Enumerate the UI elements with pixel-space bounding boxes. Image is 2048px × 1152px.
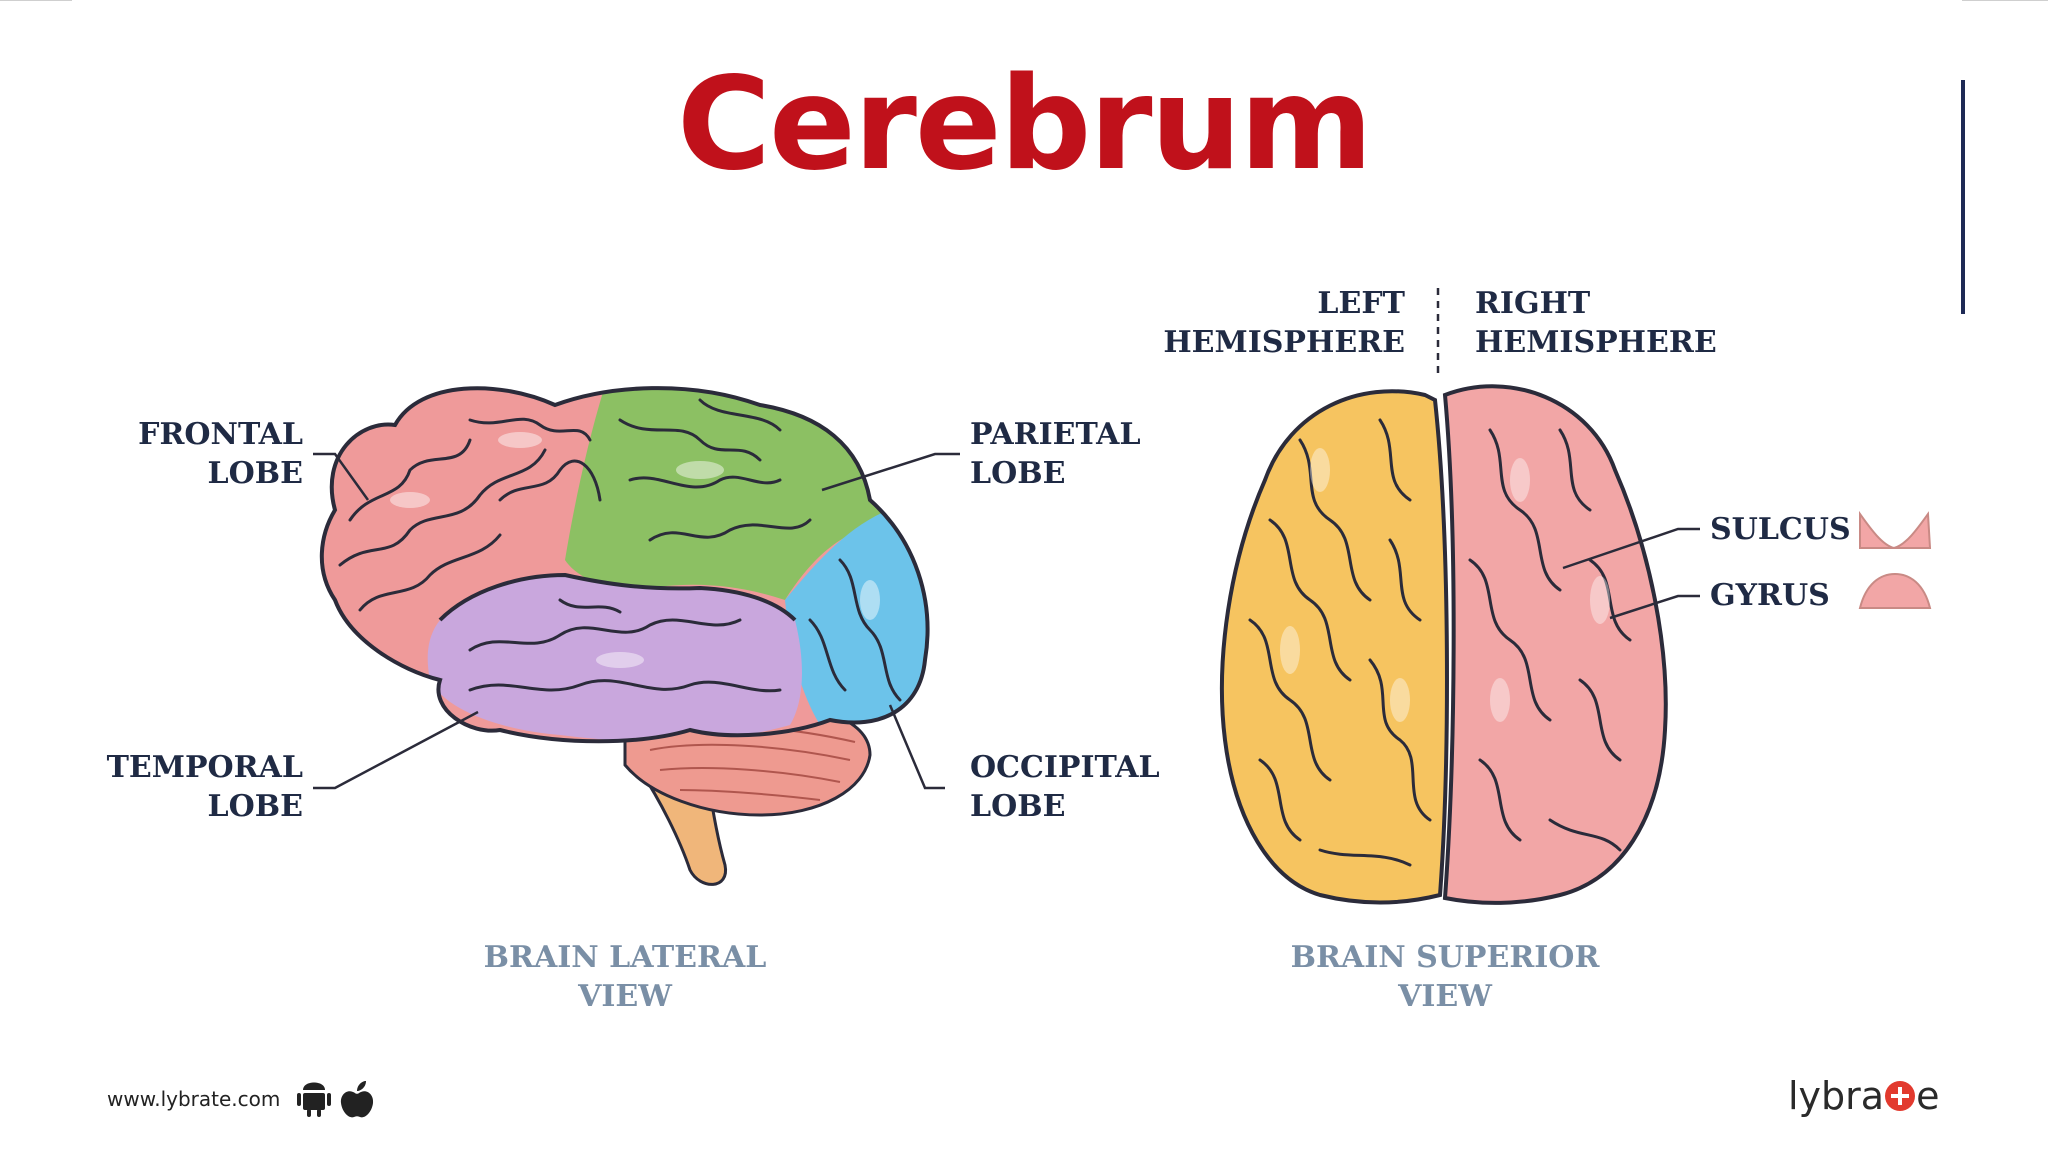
right-hemisphere (1445, 386, 1666, 903)
top-left-rule (0, 0, 72, 1)
lybrate-logo[interactable]: lybra e (1788, 1074, 1939, 1118)
sulcus-label: SULCUS (1710, 512, 1851, 547)
temporal-lobe-region (427, 575, 802, 742)
page-title: Cerebrum (677, 50, 1373, 199)
right-hemisphere-label: RIGHT HEMISPHERE (1475, 286, 1717, 360)
apple-icon (340, 1081, 374, 1118)
parietal-lobe-label: PARIETAL LOBE (970, 417, 1141, 491)
left-hemisphere-label: LEFT HEMISPHERE (1163, 286, 1405, 360)
superior-leader-lines (1562, 527, 1700, 620)
logo-plus-icon (1885, 1081, 1916, 1111)
superior-view-caption: BRAIN SUPERIOR VIEW (1290, 940, 1600, 1014)
gyrus-label: GYRUS (1710, 578, 1830, 613)
logo-text-left: lybra (1788, 1074, 1885, 1118)
gyrus-icon (1858, 572, 1932, 609)
top-right-rule (1962, 0, 2048, 1)
left-hemisphere (1221, 391, 1447, 903)
occipital-lobe-label: OCCIPITAL LOBE (970, 750, 1160, 824)
lateral-leader-lines (313, 452, 960, 790)
android-icon (297, 1082, 331, 1117)
sulcus-icon (1859, 510, 1932, 550)
slide-accent-bar (1961, 80, 1965, 314)
logo-text-right: e (1916, 1074, 1940, 1118)
footer-url[interactable]: www.lybrate.com (107, 1087, 281, 1111)
lateral-view-caption: BRAIN LATERAL VIEW (483, 940, 767, 1014)
frontal-lobe-label: FRONTAL LOBE (138, 417, 303, 491)
temporal-lobe-label: TEMPORAL LOBE (106, 750, 303, 824)
